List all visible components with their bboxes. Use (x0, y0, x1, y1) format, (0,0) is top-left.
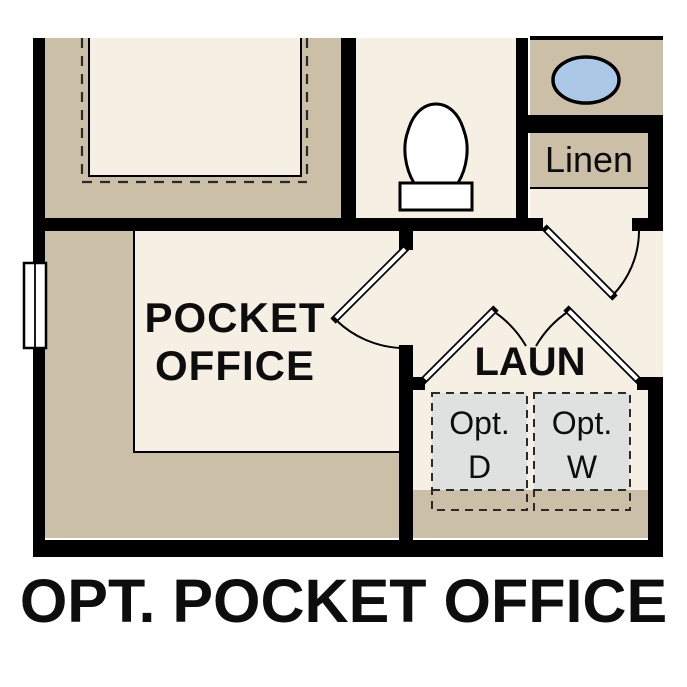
pocket-office-label-line2: OFFICE (155, 342, 315, 389)
opt-dryer-label: Opt. D (432, 401, 527, 489)
pocket-office-label-line1: POCKET (144, 294, 326, 341)
wall-under-counter (528, 115, 663, 133)
bathroom-floor (356, 38, 516, 218)
linen-closet-front (530, 189, 648, 231)
wall-office-laundry (399, 345, 413, 540)
vanity-counter (530, 36, 663, 115)
opt-washer-label-line1: Opt. (551, 405, 613, 441)
linen-closet-shelf (530, 133, 648, 189)
wall-laundry-stub-left (413, 377, 425, 390)
wall-bottom (33, 540, 663, 557)
wall-bedroom-right (341, 38, 356, 231)
wall-right-lower (648, 377, 663, 557)
laundry-label: LAUN (474, 340, 586, 384)
wall-office-door-stub (399, 231, 413, 250)
pocket-office-label: POCKET OFFICE (103, 294, 367, 390)
opt-dryer-label-line2: D (467, 449, 492, 485)
wall-right-upper (648, 131, 663, 231)
opt-washer-label: Opt. W (534, 401, 630, 489)
plan-title: OPT. POCKET OFFICE (19, 567, 668, 635)
opt-dryer-label-line1: Opt. (449, 405, 510, 441)
opt-washer-label-line2: W (566, 449, 598, 485)
wall-bathroom-right (516, 38, 528, 231)
bedroom-inset-area (88, 38, 302, 177)
wall-middle (33, 218, 543, 231)
linen-label: Linen (544, 139, 634, 180)
laundry-floor-strip (413, 490, 648, 538)
wall-left (33, 38, 45, 557)
